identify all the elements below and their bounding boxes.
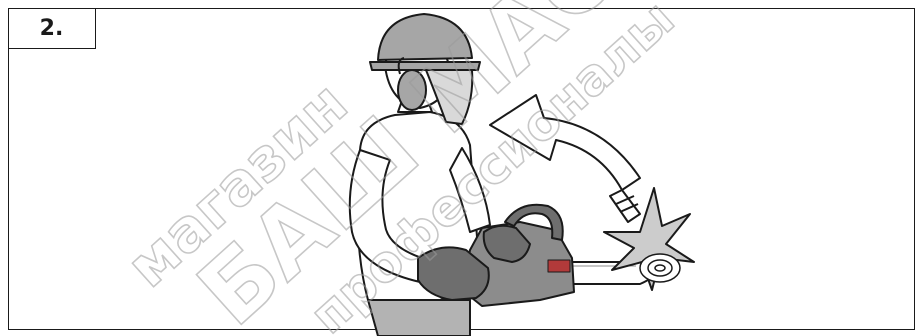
knot-icon [640,254,680,282]
worker-legs [368,300,470,336]
